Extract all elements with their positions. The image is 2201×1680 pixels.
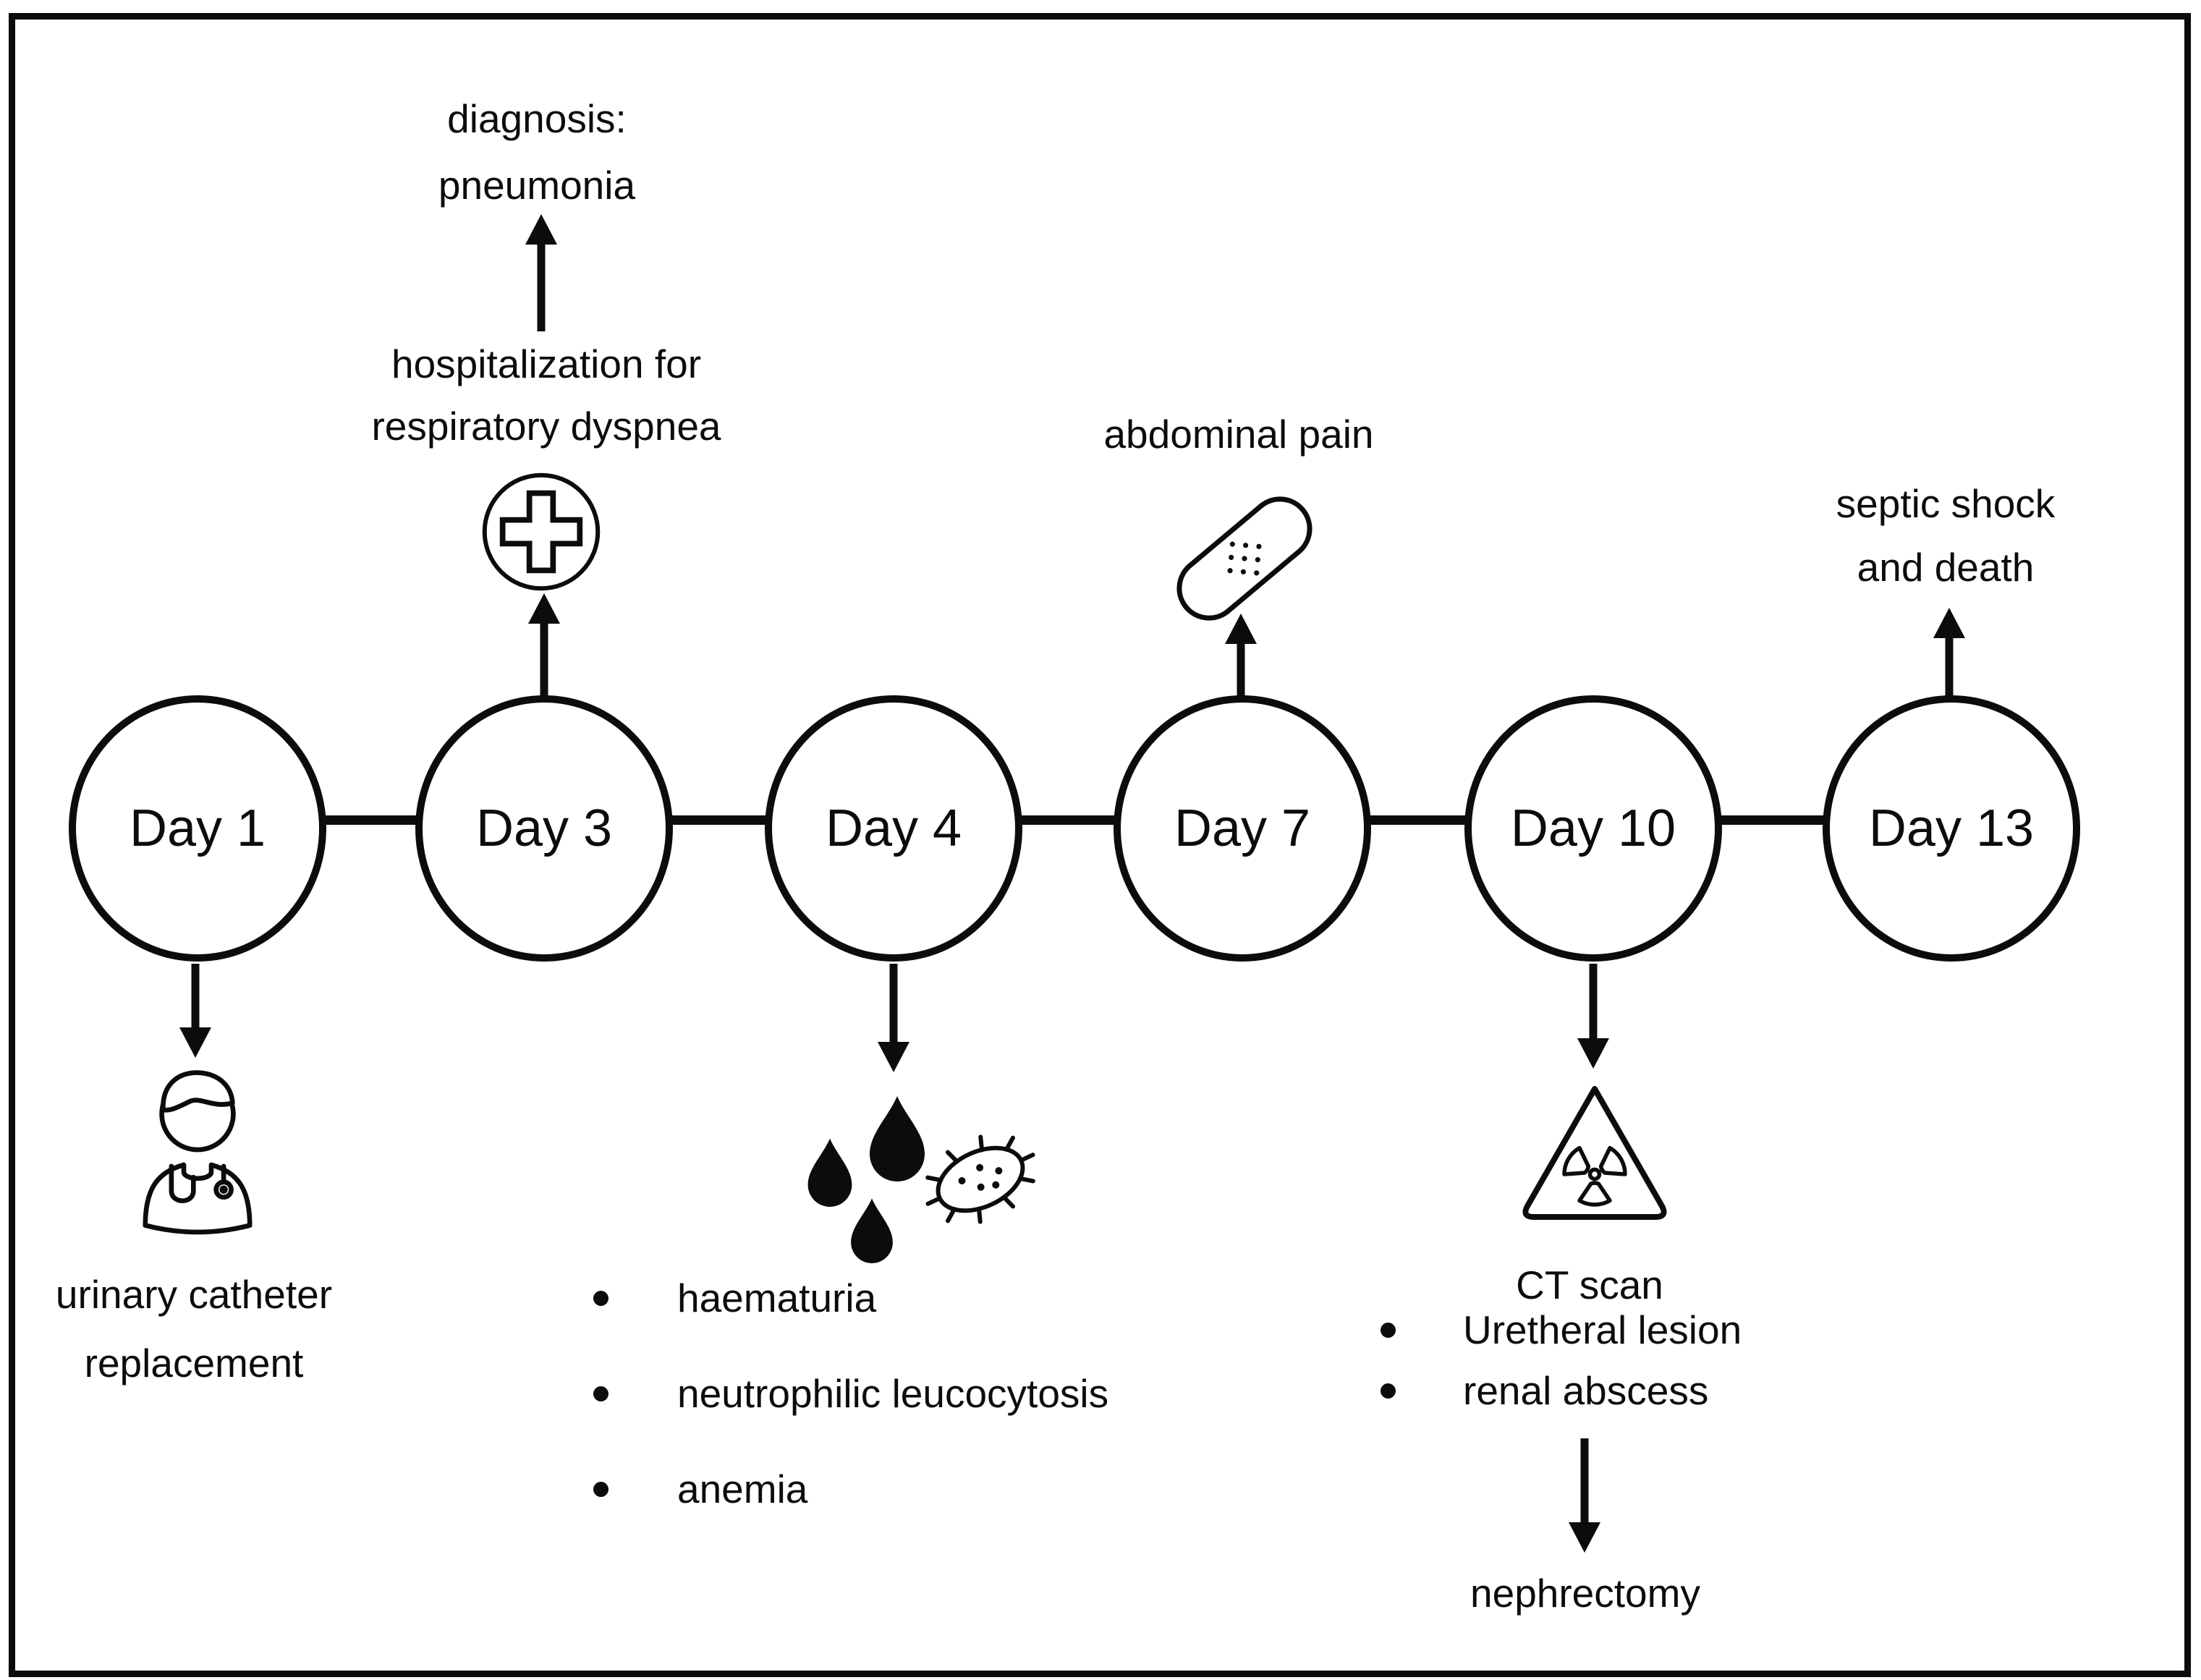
arrow-day10-down-icon — [1577, 964, 1609, 1069]
septic-shock-text: septic shock and death — [1729, 472, 2163, 599]
arrow-day3-up-icon — [528, 593, 560, 697]
bullet-icon — [593, 1290, 608, 1306]
bullet-icon — [1381, 1383, 1396, 1399]
septic-shock-line1: septic shock — [1836, 481, 2056, 526]
nephrectomy-text: nephrectomy — [1470, 1571, 1700, 1616]
list-item: neutrophilic leucocytosis — [593, 1346, 1108, 1441]
timeline-node-day10: Day 10 — [1464, 695, 1722, 962]
day13-label: Day 13 — [1868, 799, 2035, 857]
connector-day1-day3 — [322, 815, 420, 825]
day1-label: Day 1 — [129, 799, 266, 857]
bandage-icon — [1176, 496, 1312, 621]
bullet-text: renal abscess — [1463, 1368, 1709, 1413]
timeline-node-day3: Day 3 — [415, 695, 673, 962]
arrow-day7-up-icon — [1225, 614, 1257, 697]
day10-findings-list: Uretheral lesion renal abscess — [1381, 1299, 1742, 1421]
bullet-icon — [1381, 1322, 1396, 1338]
bullet-icon — [593, 1386, 608, 1401]
ct-scan-text: CT scan — [1516, 1263, 1663, 1307]
day7-label: Day 7 — [1174, 799, 1311, 857]
arrow-day1-down-icon — [179, 964, 211, 1058]
list-item: haematuria — [593, 1250, 1108, 1346]
arrow-day4-down-icon — [878, 964, 909, 1072]
connector-day7-day10 — [1367, 815, 1469, 825]
septic-shock-line2: and death — [1857, 545, 2035, 590]
diagnosis-text: diagnosis: pneumonia — [320, 85, 754, 219]
hospitalization-line1: hospitalization for — [391, 341, 702, 386]
timeline-node-day13: Day 13 — [1823, 695, 2080, 962]
bacteria-icon — [925, 1134, 1035, 1224]
arrow-day13-up-icon — [1933, 608, 1965, 697]
doctor-icon — [143, 1070, 253, 1235]
bullet-text: haematuria — [677, 1276, 877, 1320]
connector-day4-day7 — [1018, 815, 1118, 825]
hospitalization-text: hospitalization for respiratory dyspnea — [293, 333, 800, 457]
day10-label: Day 10 — [1510, 799, 1676, 857]
day3-label: Day 3 — [475, 799, 613, 857]
urinary-catheter-line1: urinary catheter — [55, 1272, 333, 1317]
day4-findings-list: haematuria neutrophilic leucocytosis ane… — [593, 1250, 1108, 1537]
urinary-catheter-line2: replacement — [84, 1341, 304, 1386]
abdominal-pain-text: abdominal pain — [1103, 412, 1374, 457]
radiation-warning-icon — [1522, 1086, 1667, 1220]
medical-cross-icon — [482, 472, 601, 591]
hospitalization-line2: respiratory dyspnea — [371, 404, 721, 449]
connector-day10-day13 — [1718, 815, 1827, 825]
blood-drops-icon — [807, 1096, 925, 1263]
bullet-text: neutrophilic leucocytosis — [677, 1371, 1109, 1416]
timeline-node-day1: Day 1 — [69, 695, 326, 962]
bullet-text: Uretheral lesion — [1463, 1307, 1742, 1352]
list-item: renal abscess — [1381, 1360, 1742, 1421]
timeline-node-day7: Day 7 — [1114, 695, 1371, 962]
timeline-node-day4: Day 4 — [765, 695, 1022, 962]
arrow-to-nephrectomy-icon — [1569, 1438, 1600, 1553]
day4-label: Day 4 — [825, 799, 962, 857]
figure-border — [9, 13, 2191, 1677]
arrow-to-diagnosis-icon — [525, 214, 557, 331]
diagnosis-line2: pneumonia — [438, 163, 636, 208]
list-item: anemia — [593, 1441, 1108, 1537]
diagnosis-line1: diagnosis: — [447, 96, 627, 141]
bullet-text: anemia — [677, 1467, 808, 1511]
connector-day3-day4 — [669, 815, 769, 825]
urinary-catheter-text: urinary catheter replacement — [0, 1260, 388, 1398]
list-item: Uretheral lesion — [1381, 1299, 1742, 1360]
bullet-icon — [593, 1481, 608, 1497]
